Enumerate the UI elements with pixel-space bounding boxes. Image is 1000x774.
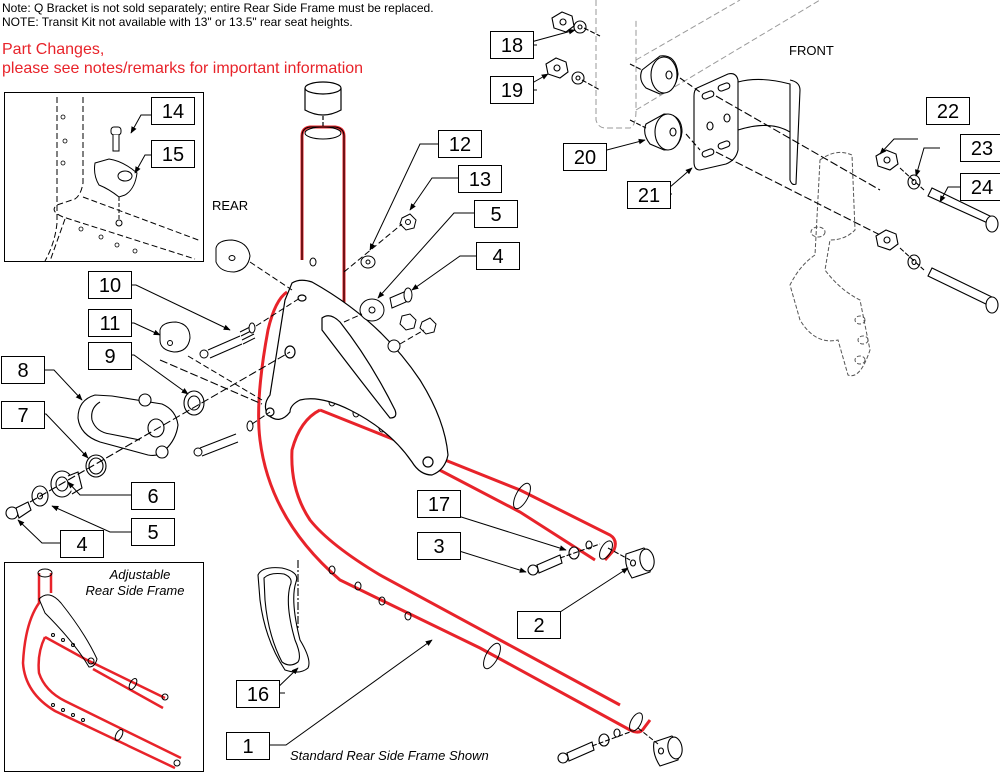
rear-label: REAR	[212, 198, 249, 213]
callout-12[interactable]: 12	[438, 130, 482, 158]
diagram-caption: Standard Rear Side Frame Shown	[290, 748, 489, 763]
adjustable-frame-inset: Adjustable Rear Side Frame	[4, 562, 204, 772]
part-changes-title: Part Changes,	[2, 41, 105, 58]
detail-inset-drawing	[44, 97, 202, 261]
callout-19[interactable]: 19	[490, 76, 534, 104]
callout-8[interactable]: 8	[1, 356, 45, 384]
callout-24[interactable]: 24	[960, 173, 1000, 201]
front-hardware	[545, 11, 999, 314]
q-bracket	[264, 279, 449, 476]
callout-3[interactable]: 3	[417, 532, 461, 560]
callout-18[interactable]: 18	[490, 31, 534, 59]
callout-4-upper[interactable]: 4	[476, 242, 520, 270]
callout-4-lower[interactable]: 4	[60, 530, 104, 558]
callout-13[interactable]: 13	[458, 165, 502, 193]
adjustable-title-line1: Adjustable	[109, 567, 171, 582]
ghost-front-frame	[595, 0, 821, 129]
rear-side-frame	[257, 125, 652, 734]
callout-21[interactable]: 21	[627, 181, 671, 209]
top-cap	[304, 81, 342, 128]
callout-15[interactable]: 15	[151, 140, 195, 168]
armrest-pad	[257, 560, 310, 673]
callout-11[interactable]: 11	[88, 309, 132, 337]
detail-inset: 14 15	[4, 92, 204, 262]
callout-14[interactable]: 14	[151, 97, 195, 125]
transit-bracket-assembly	[5, 351, 291, 520]
callout-9[interactable]: 9	[88, 342, 132, 370]
callout-23[interactable]: 23	[960, 134, 1000, 162]
callout-1[interactable]: 1	[226, 732, 270, 760]
note-transit-kit: NOTE: Transit Kit not available with 13"…	[2, 15, 353, 29]
callout-7[interactable]: 7	[1, 401, 45, 429]
front-label: FRONT	[789, 43, 834, 58]
callout-17[interactable]: 17	[417, 490, 461, 518]
callout-2[interactable]: 2	[517, 611, 561, 639]
callout-6[interactable]: 6	[131, 482, 175, 510]
callout-16[interactable]: 16	[236, 680, 280, 708]
end-caps	[527, 540, 683, 767]
ghost-caster-housing	[789, 151, 871, 377]
callout-5-upper[interactable]: 5	[474, 200, 518, 228]
part-changes-subtitle: please see notes/remarks for important i…	[2, 60, 364, 77]
callout-10[interactable]: 10	[88, 271, 132, 299]
hardware-bracket	[159, 213, 437, 457]
adjustable-title-line2: Rear Side Frame	[85, 583, 185, 598]
callout-20[interactable]: 20	[563, 143, 607, 171]
adjustable-frame-drawing	[21, 568, 182, 770]
callout-22[interactable]: 22	[926, 97, 970, 125]
note-q-bracket: Note: Q Bracket is not sold separately; …	[2, 1, 434, 15]
callout-5-lower[interactable]: 5	[131, 518, 175, 546]
